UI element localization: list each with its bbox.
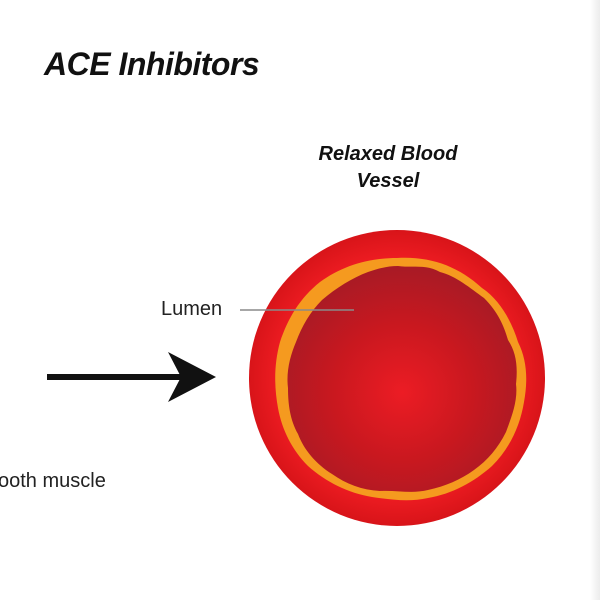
smooth-muscle-label: ooth muscle — [0, 470, 106, 492]
edge-shadow — [590, 0, 600, 600]
lumen-label: Lumen — [161, 298, 223, 320]
vessel-label-line1: Relaxed Blood — [318, 143, 458, 165]
right-arrow-icon — [47, 352, 216, 402]
page-title: ACE Inhibitors — [44, 46, 260, 82]
vessel-label: Relaxed Blood Vessel — [300, 141, 476, 195]
lumen-area — [287, 266, 517, 492]
vessel-label-line2: Vessel — [356, 170, 420, 192]
